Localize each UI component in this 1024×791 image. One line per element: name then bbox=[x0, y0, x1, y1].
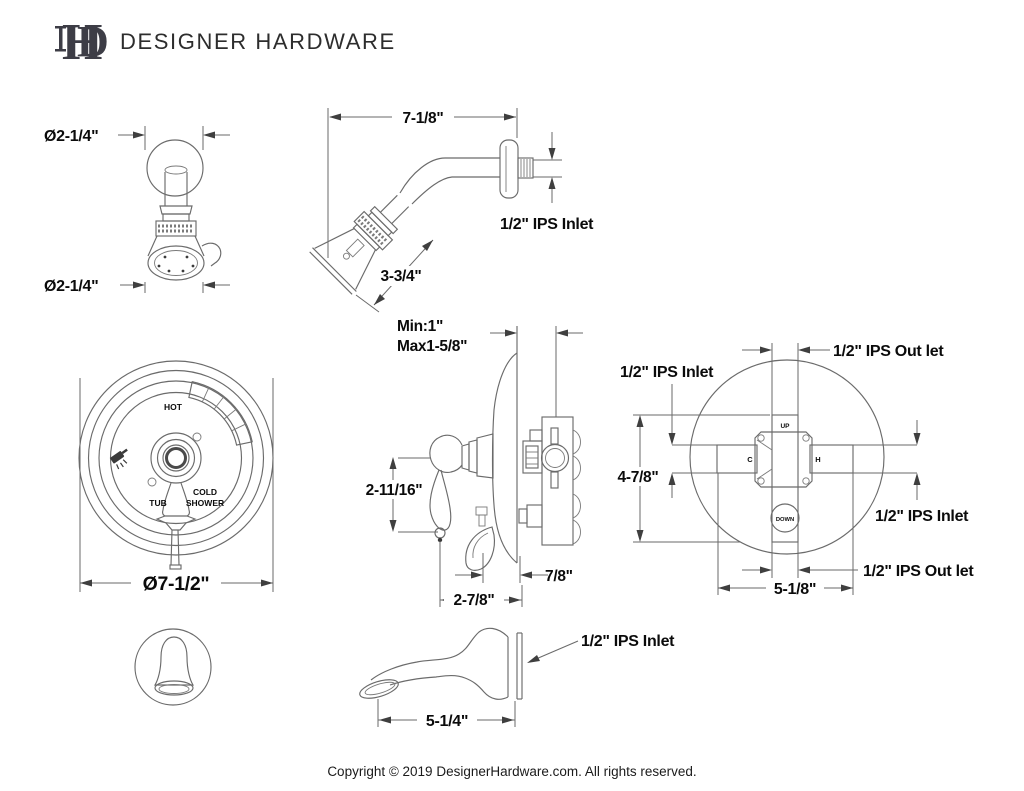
dim-label-arm-inlet: 1/2" IPS Inlet bbox=[500, 216, 594, 233]
dim-label-head-length: 3-3/4" bbox=[381, 268, 422, 285]
spout-bell bbox=[153, 636, 195, 686]
label-cold-port: C bbox=[747, 455, 753, 464]
lever-handle bbox=[155, 482, 197, 570]
label-down: DOWN bbox=[776, 517, 794, 523]
dim-label-flange-diameter: Ø2-1/4" bbox=[44, 128, 98, 145]
down-port bbox=[770, 503, 800, 533]
screw-hole bbox=[192, 432, 202, 442]
dim-label-handle-length: 2-11/16" bbox=[366, 482, 423, 499]
rough-in-opening bbox=[689, 359, 885, 555]
wall-flange bbox=[146, 139, 204, 197]
brand-name: DESIGNER HARDWARE bbox=[120, 29, 396, 54]
screw-hole bbox=[757, 477, 765, 485]
monogram-bar bbox=[55, 26, 66, 52]
dim-label-face-diameter: Ø2-1/4" bbox=[44, 278, 98, 295]
spout-spud bbox=[465, 526, 496, 571]
threaded-nipple bbox=[517, 157, 534, 179]
header: H D DESIGNER HARDWARE bbox=[0, 0, 1024, 80]
screw-hole bbox=[757, 434, 765, 442]
dim-label-overall-depth: 2-7/8" bbox=[454, 592, 495, 609]
label-hot-port: H bbox=[815, 455, 820, 464]
shower-icon bbox=[110, 448, 128, 470]
arm-tube bbox=[399, 157, 500, 194]
dim-label-rough-in-height: 4-7/8" bbox=[618, 469, 659, 486]
screw-hole bbox=[147, 477, 157, 487]
escutcheon-outer-ring bbox=[78, 360, 274, 556]
dim-label-inlet-right: 1/2" IPS Inlet bbox=[875, 508, 969, 525]
label-cold: COLD bbox=[193, 487, 217, 497]
escutcheon-profile bbox=[491, 352, 518, 564]
spout-tip bbox=[359, 679, 399, 699]
label-tub: TUB bbox=[149, 498, 166, 508]
showerhead-front-drawing: Ø2-1/4" Ø2-1/4" bbox=[44, 126, 230, 295]
knurled-collar bbox=[155, 220, 197, 237]
spout-front-outline bbox=[134, 628, 212, 706]
lever-handle-side bbox=[429, 433, 494, 543]
dim-label-outlet-bottom: 1/2" IPS Out let bbox=[863, 563, 974, 580]
label-hot: HOT bbox=[164, 402, 183, 412]
dim-label-outlet-top: 1/2" IPS Out let bbox=[833, 343, 944, 360]
dim-label-arm-length: 7-1/8" bbox=[403, 110, 444, 127]
tub-spout-side-drawing: 1/2" IPS Inlet 5-1/4" bbox=[359, 627, 675, 730]
showerhead-assembly bbox=[309, 194, 410, 295]
arm-nut bbox=[159, 205, 193, 215]
temperature-arc bbox=[188, 381, 253, 446]
valve-riser bbox=[771, 414, 799, 543]
label-shower: SHOWER bbox=[186, 498, 224, 508]
dim-label-plate-diameter: Ø7-1/2" bbox=[143, 573, 210, 595]
tub-spout-front-drawing bbox=[134, 628, 212, 706]
screw-hole bbox=[802, 477, 810, 485]
wall-flange bbox=[499, 139, 519, 199]
screw-hole bbox=[802, 434, 810, 442]
mounting-plate bbox=[754, 431, 813, 488]
dim-label-spout-length: 5-1/4" bbox=[426, 713, 468, 730]
shower-arm-side-drawing: 7-1/8" 3-3/4" 1/2" IPS Inlet bbox=[309, 107, 594, 313]
dim-label-plate-depth: 7/8" bbox=[545, 568, 573, 585]
trim-plate-front-drawing: HOT COLD SHOWER TUB Ø7-1/2" bbox=[78, 360, 274, 595]
cold-port-arm bbox=[716, 444, 758, 474]
valve-side-drawing: Min:1" Max1-5/8" 2-11/16" 7/8" bbox=[358, 318, 583, 609]
dim-label-max-depth: Max1-5/8" bbox=[397, 338, 467, 355]
monogram-letter-h: H bbox=[62, 14, 102, 71]
handle-hub bbox=[150, 432, 202, 484]
dim-label-spout-inlet: 1/2" IPS Inlet bbox=[581, 633, 675, 650]
dim-label-rough-in-width: 5-1/8" bbox=[774, 581, 816, 598]
dim-label-inlet-left: 1/2" IPS Inlet bbox=[620, 364, 714, 381]
brand-monogram-logo: H D bbox=[55, 14, 109, 71]
dim-label-min-depth: Min:1" bbox=[397, 318, 443, 335]
label-up: UP bbox=[780, 423, 790, 430]
valve-rough-in-drawing: 1/2" IPS Out let 1/2" IPS Inlet 4-7/8" 1… bbox=[611, 343, 975, 598]
spout-body bbox=[370, 627, 509, 681]
copyright-notice: Copyright © 2019 DesignerHardware.com. A… bbox=[327, 764, 697, 779]
hot-port-arm bbox=[809, 444, 854, 474]
valve-bracket bbox=[541, 416, 574, 546]
spray-face bbox=[147, 245, 205, 281]
monogram-letter-d: D bbox=[77, 17, 108, 66]
diverter-hook bbox=[201, 242, 222, 267]
